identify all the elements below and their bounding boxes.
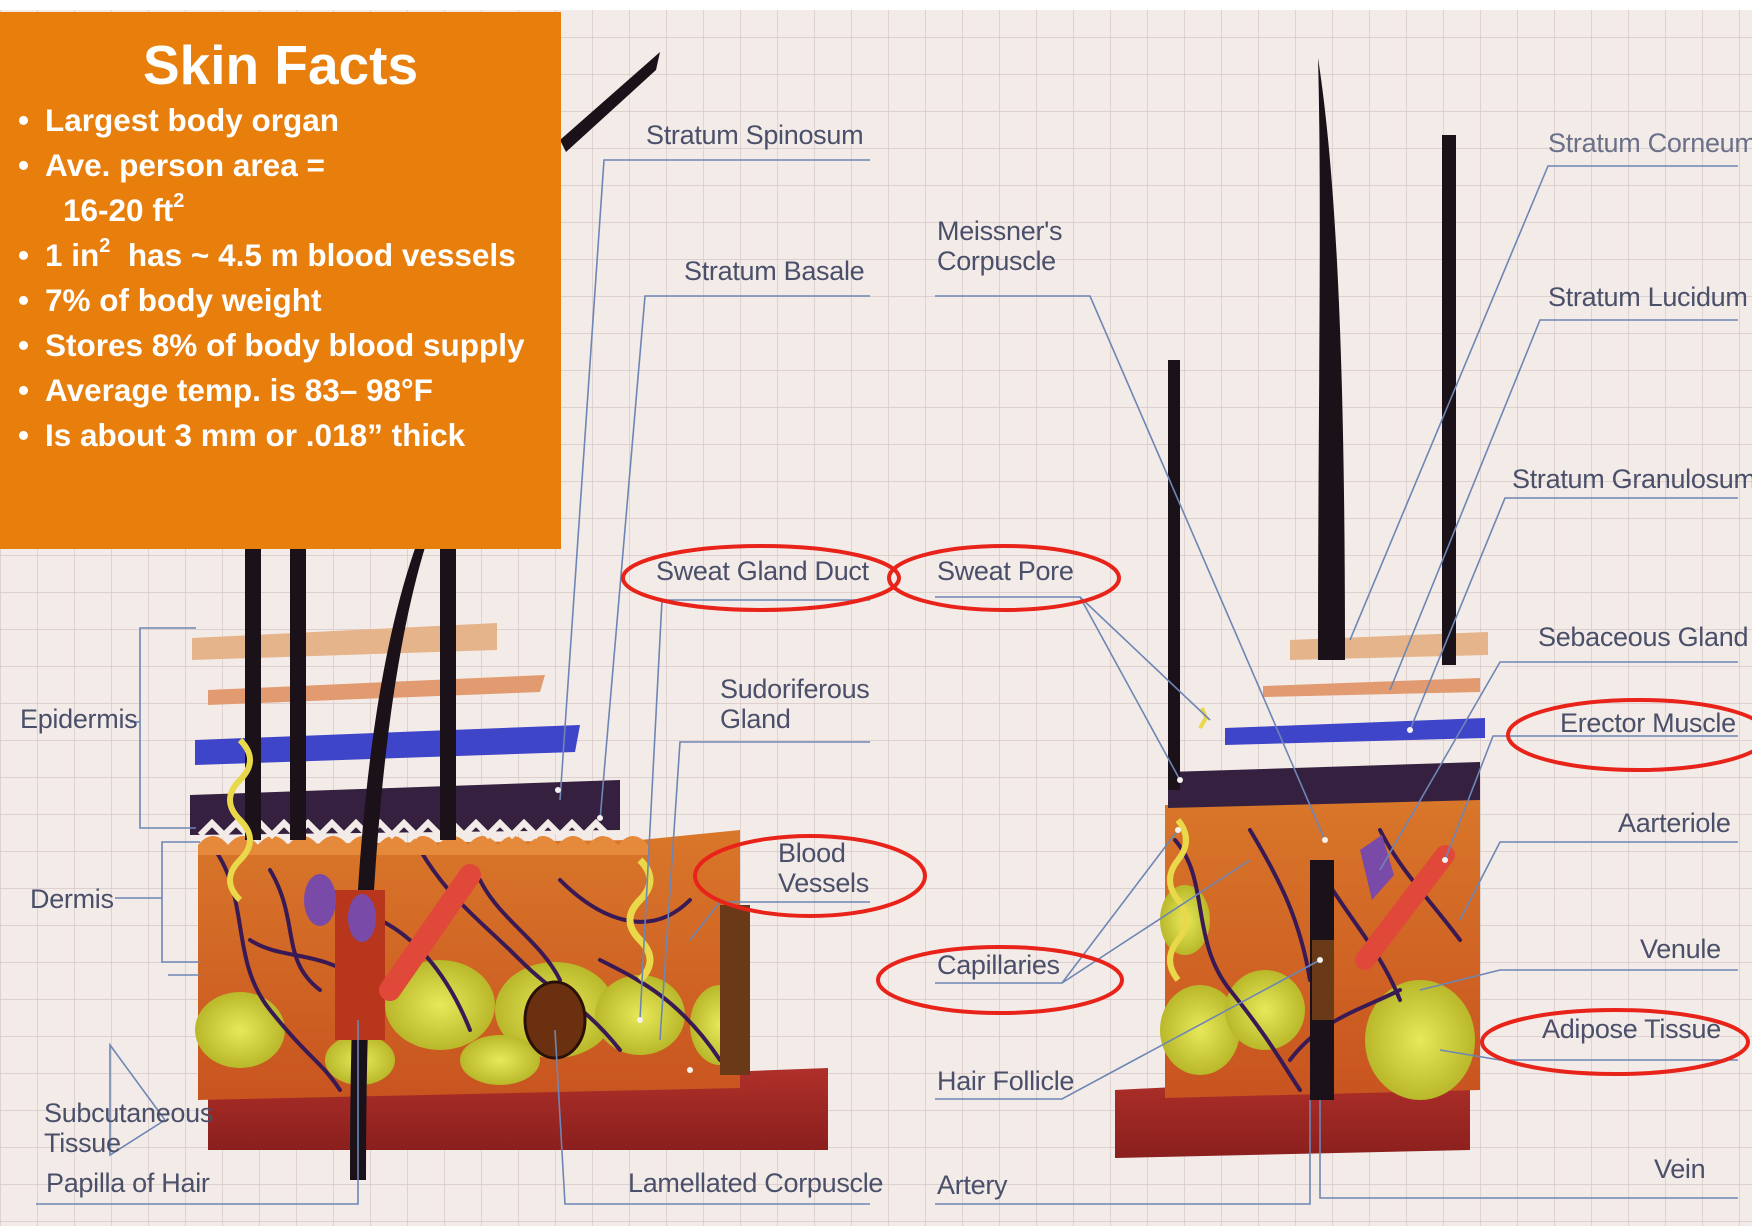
label-stratum-spinosum: Stratum Spinosum: [646, 120, 863, 150]
label-erector-muscle: Erector Muscle: [1560, 708, 1736, 738]
bullet-icon: •: [18, 368, 29, 413]
label-hair-follicle: Hair Follicle: [937, 1066, 1074, 1096]
skin-fact-text: Stores 8% of body blood supply: [45, 327, 525, 363]
skin-fact-item: • 7% of body weight: [18, 278, 561, 323]
skin-fact-text-after: has ~ 4.5 m blood vessels: [110, 237, 515, 273]
skin-fact-item: • Average temp. is 83– 98°F: [18, 368, 561, 413]
skin-fact-text: 7% of body weight: [45, 282, 322, 318]
bullet-icon: •: [18, 323, 29, 368]
label-subcutaneous-tissue: Subcutaneous Tissue: [44, 1098, 213, 1158]
label-sweat-pore: Sweat Pore: [937, 556, 1074, 586]
skin-fact-item: • Ave. person area =: [18, 143, 561, 188]
label-vein: Vein: [1654, 1154, 1705, 1184]
superscript: 2: [173, 190, 184, 212]
label-stratum-corneum: Stratum Corneum: [1548, 128, 1752, 158]
skin-fact-item: • Stores 8% of body blood supply: [18, 323, 561, 368]
label-dermis: Dermis: [30, 884, 114, 914]
bullet-icon: •: [18, 278, 29, 323]
skin-fact-item: • 1 in2 has ~ 4.5 m blood vessels: [18, 233, 561, 278]
label-lamellated-corpuscle: Lamellated Corpuscle: [628, 1168, 883, 1198]
skin-facts-panel: Skin Facts • Largest body organ • Ave. pers…: [0, 12, 561, 549]
skin-facts-title: Skin Facts: [0, 34, 561, 96]
label-stratum-lucidum: Stratum Lucidum: [1548, 282, 1748, 312]
skin-fact-text: 16-20 ft: [63, 192, 173, 228]
skin-facts-list: • Largest body organ • Ave. person area = 16…: [18, 98, 561, 458]
skin-fact-item: 16-20 ft2: [18, 188, 561, 233]
label-venule: Venule: [1640, 934, 1721, 964]
label-sudoriferous-gland: Sudoriferous Gland: [720, 674, 870, 734]
label-capillaries: Capillaries: [937, 950, 1060, 980]
bullet-icon: •: [18, 233, 29, 278]
label-blood-vessels: Blood Vessels: [778, 838, 869, 898]
label-sebaceous-gland: Sebaceous Gland: [1538, 622, 1748, 652]
superscript: 2: [99, 235, 110, 257]
skin-fact-item: • Is about 3 mm or .018” thick: [18, 413, 561, 458]
label-adipose-tissue: Adipose Tissue: [1542, 1014, 1721, 1044]
label-stratum-basale: Stratum Basale: [684, 256, 864, 286]
skin-fact-text: Average temp. is 83– 98°F: [45, 372, 433, 408]
label-papilla-of-hair: Papilla of Hair: [46, 1168, 210, 1198]
skin-fact-item: • Largest body organ: [18, 98, 561, 143]
bullet-icon: •: [18, 98, 29, 143]
skin-fact-text: Is about 3 mm or .018” thick: [45, 417, 465, 453]
label-sweat-gland-duct: Sweat Gland Duct: [656, 556, 869, 586]
label-aarteriole: Aarteriole: [1618, 808, 1731, 838]
skin-fact-text: Ave. person area =: [45, 147, 325, 183]
bullet-icon: •: [18, 413, 29, 458]
label-artery: Artery: [937, 1170, 1007, 1200]
bullet-icon: •: [18, 143, 29, 188]
label-stratum-granulosum: Stratum Granulosum: [1512, 464, 1752, 494]
skin-fact-text: Largest body organ: [45, 102, 339, 138]
skin-fact-text: 1 in: [45, 237, 99, 273]
label-epidermis: Epidermis: [20, 704, 137, 734]
label-meissners-corpuscle: Meissner's Corpuscle: [937, 216, 1062, 276]
